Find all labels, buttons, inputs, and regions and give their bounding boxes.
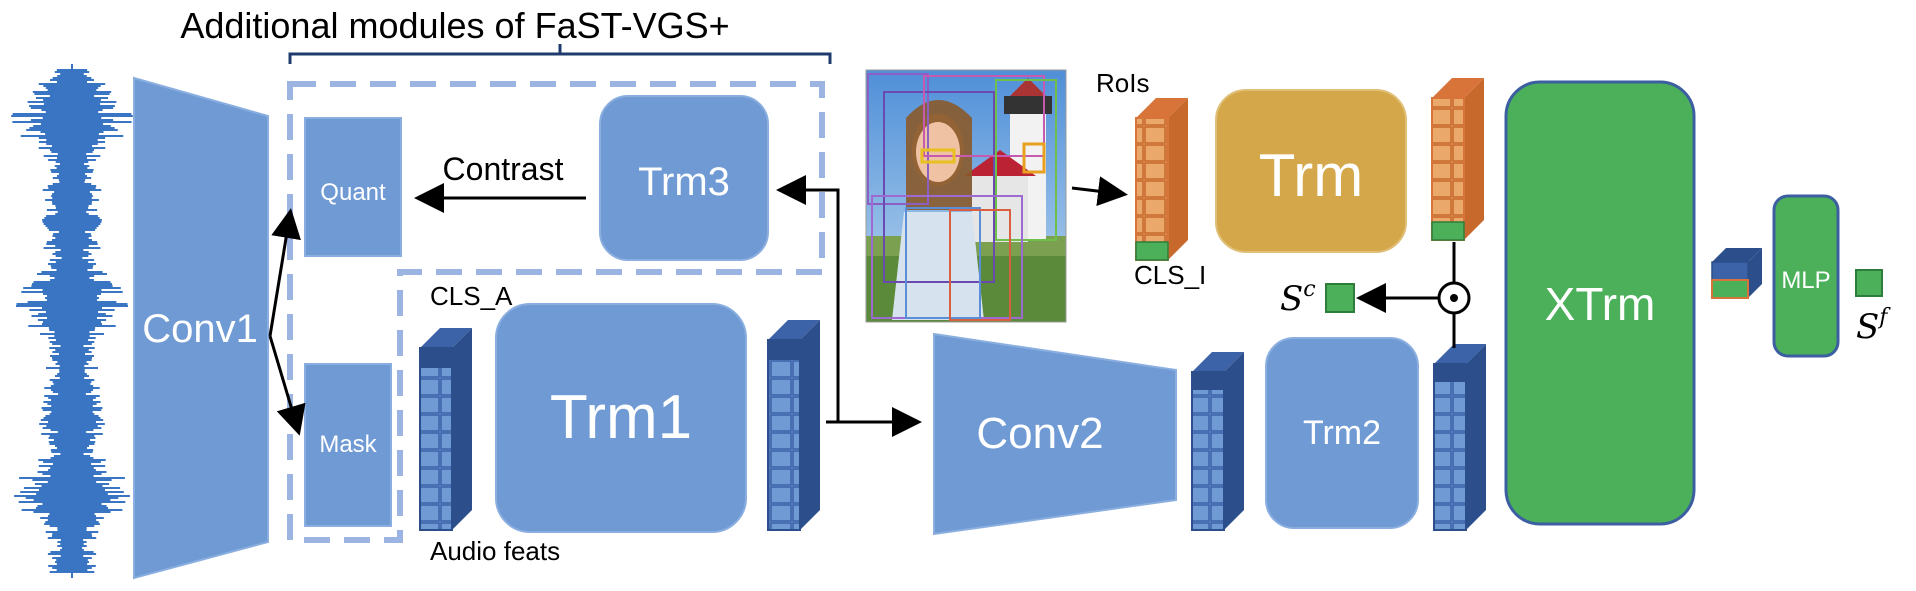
- audio-waveform-icon: [11, 64, 133, 578]
- additional-modules-box: [287, 81, 825, 543]
- xtrm-output-feats: [1711, 248, 1762, 299]
- mlp-block: [1772, 194, 1840, 358]
- circled-dot-icon: [1437, 281, 1471, 315]
- mlp-label: MLP: [1781, 267, 1830, 294]
- trm-output-stack: [1431, 78, 1484, 241]
- trm2-label: Trm2: [1303, 414, 1381, 452]
- sf-sup: f: [1877, 305, 1891, 330]
- audio-feats-label: Audio feats: [430, 536, 560, 566]
- audio-feats-stack: [419, 328, 472, 531]
- sc-base: S: [1280, 279, 1303, 319]
- trm2-output-stack: [1433, 344, 1486, 531]
- mask-label: Mask: [319, 431, 377, 458]
- sf-symbol: Sf: [1856, 305, 1891, 347]
- photo-icon: [865, 69, 1067, 323]
- sc-sup: c: [1303, 277, 1315, 302]
- rois-label: RoIs: [1096, 68, 1149, 98]
- title-brace: [288, 44, 832, 64]
- conv2-label: Conv2: [976, 409, 1103, 458]
- quant-label: Quant: [320, 179, 386, 206]
- trm3-block: [599, 95, 769, 261]
- trm1-to-trm3-arrow: [776, 175, 840, 422]
- trm1-block: [495, 303, 747, 533]
- sf-base: S: [1856, 307, 1879, 347]
- trm-label: Trm: [1259, 142, 1363, 209]
- cls-a-label: CLS_A: [430, 281, 513, 311]
- trm3-label: Trm3: [638, 160, 730, 204]
- sf-square: [1855, 269, 1883, 297]
- trm2-block: [1265, 337, 1419, 529]
- conv1-to-quant-arrow: [268, 208, 301, 337]
- xtrm-label: XTrm: [1545, 278, 1656, 330]
- sc-square: [1325, 283, 1355, 313]
- conv2-output-stack: [1191, 352, 1244, 531]
- conv1-to-mask-arrow: [268, 335, 306, 436]
- image-to-rois-arrow: [1071, 176, 1128, 207]
- conv1-block: [133, 76, 269, 580]
- trm-block: [1215, 89, 1407, 253]
- conv1-label: Conv1: [142, 307, 258, 351]
- trm1-label: Trm1: [550, 383, 692, 452]
- xtrm-block: [1504, 80, 1696, 526]
- cls-i-label: CLS_I: [1134, 260, 1206, 290]
- mask-block: [304, 363, 392, 527]
- contrast-label: Contrast: [443, 151, 564, 187]
- roi-feats-stack: [1135, 98, 1188, 261]
- quant-block: [304, 117, 402, 257]
- title: Additional modules of FaST-VGS+: [180, 5, 729, 46]
- conv2-block: [933, 332, 1177, 536]
- trm1-output-stack: [767, 320, 820, 531]
- sc-symbol: Sc: [1280, 277, 1316, 319]
